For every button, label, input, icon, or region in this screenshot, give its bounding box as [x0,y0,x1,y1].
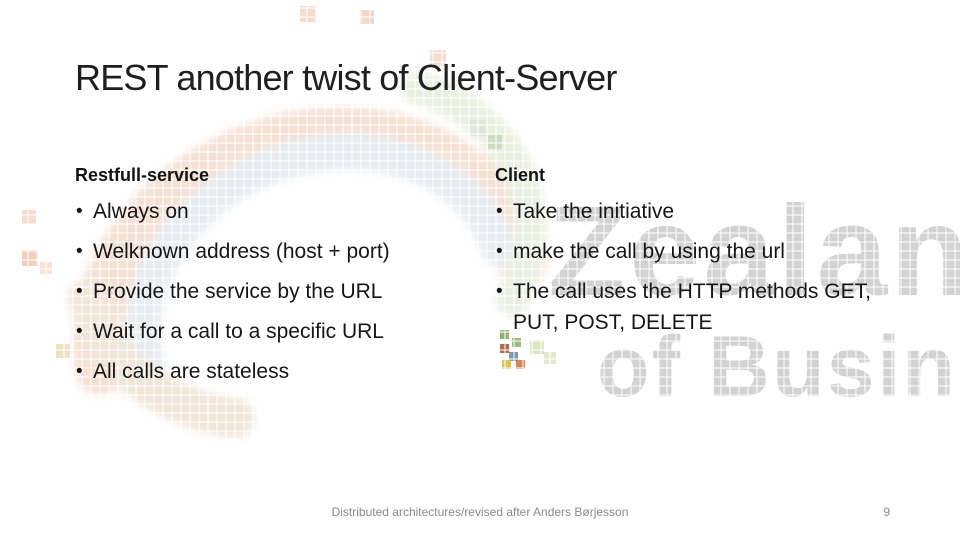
bullet-item: The call uses the HTTP methods GET, PUT,… [495,276,895,338]
page-number: 9 [883,505,890,519]
bullet-item: All calls are stateless [75,356,475,387]
bullet-list-restfull-service: Always on Welknown address (host + port)… [75,196,475,387]
bullet-item: Wait for a call to a specific URL [75,316,475,347]
bullet-item: Provide the service by the URL [75,276,475,307]
column-client: Client Take the initiative make the call… [495,165,895,396]
bullet-item: Take the initiative [495,196,895,227]
bullet-item: Welknown address (host + port) [75,236,475,267]
column-header-restfull-service: Restfull-service [75,165,210,185]
bullet-item: Always on [75,196,475,227]
bullet-list-client: Take the initiative make the call by usi… [495,196,895,338]
bullet-item: make the call by using the url [495,236,895,267]
column-header-client: Client [495,165,546,185]
slide-title: REST another twist of Client-Server [75,57,617,98]
footer-text: Distributed architectures/revised after … [331,505,629,519]
column-restfull-service: Restfull-service Always on Welknown addr… [75,165,475,396]
two-column-body: Restfull-service Always on Welknown addr… [75,165,895,396]
